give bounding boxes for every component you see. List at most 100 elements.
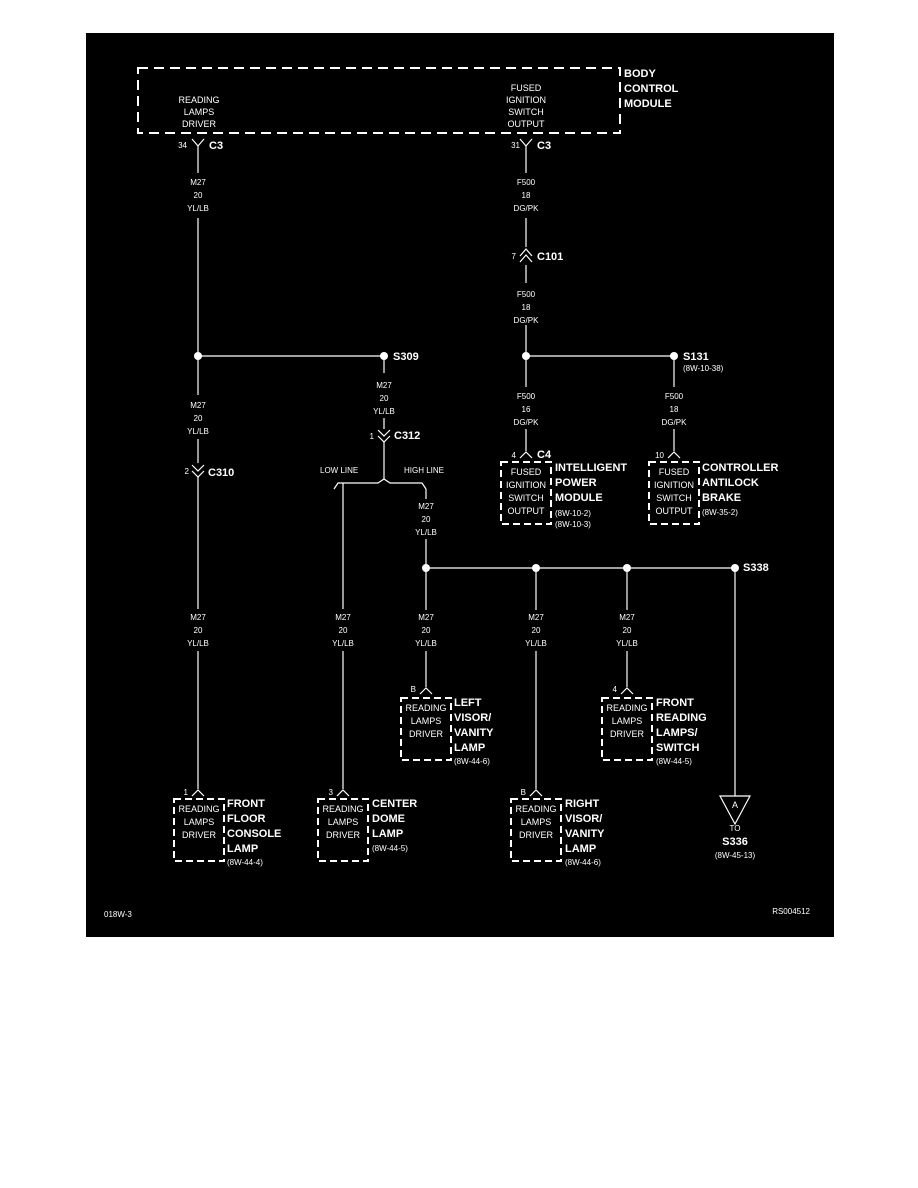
offpage-name: S336 [722, 836, 748, 848]
front-reading-name-4: SWITCH [656, 742, 699, 754]
wire-gauge: 16 [522, 405, 531, 414]
right-visor-vanity-lamp: B READING LAMPS DRIVER RIGHT VISOR/ VANI… [510, 788, 605, 867]
front-floor-pin: 1 [184, 788, 189, 797]
front-floor-box-3: DRIVER [182, 830, 217, 840]
offpage-letter: A [732, 800, 738, 810]
ipm-ref-1: (8W-10-2) [555, 509, 591, 518]
abs-box-3: SWITCH [656, 493, 692, 503]
front-reading-name-2: READING [656, 712, 707, 724]
right-visor-name-3: VANITY [565, 828, 605, 840]
right-visor-pin: B [521, 788, 526, 797]
center-dome-name-3: LAMP [372, 828, 403, 840]
left-visor-vanity-lamp: B READING LAMPS DRIVER LEFT VISOR/ VANIT… [400, 685, 494, 766]
wire-color: YL/LB [373, 407, 395, 416]
right-visor-name-1: RIGHT [565, 798, 600, 810]
ipm-name-2: POWER [555, 477, 597, 489]
wire-color: DG/PK [514, 316, 540, 325]
splice-s309-label: S309 [393, 351, 419, 363]
c3-left-pin: 34 [178, 141, 187, 150]
abs-name-3: BRAKE [702, 492, 741, 504]
wire-gauge: 18 [670, 405, 679, 414]
wiring-diagram: READING LAMPS DRIVER FUSED IGNITION SWIT… [86, 33, 834, 937]
wire-gauge: 20 [380, 394, 389, 403]
diagram-background [86, 33, 834, 937]
wire-code: M27 [619, 613, 635, 622]
bcm-name-1: BODY [624, 68, 656, 80]
right-visor-name-2: VISOR/ [565, 813, 602, 825]
wire-code: F500 [517, 392, 536, 401]
front-reading-ref: (8W-44-5) [656, 757, 692, 766]
abs-name-1: CONTROLLER [702, 462, 778, 474]
c310-pin: 2 [185, 467, 190, 476]
left-visor-box-3: DRIVER [409, 729, 444, 739]
splice-s131-label: S131 [683, 351, 709, 363]
wire-label-m27-s309-left: M27 20 YL/LB [187, 401, 209, 436]
abs-name-2: ANTILOCK [702, 477, 759, 489]
wire-label-m27-right-visor: M27 20 YL/LB [525, 613, 547, 648]
wire-label-m27-left-visor: M27 20 YL/LB [415, 613, 437, 648]
wire-code: M27 [335, 613, 351, 622]
wire-code: M27 [190, 401, 206, 410]
right-visor-name-4: LAMP [565, 843, 596, 855]
body-control-module: READING LAMPS DRIVER FUSED IGNITION SWIT… [137, 67, 679, 134]
wire-gauge: 20 [422, 626, 431, 635]
wire-color: YL/LB [525, 639, 547, 648]
c3-left-name: C3 [209, 140, 223, 152]
ipm-box-2: IGNITION [506, 480, 546, 490]
low-high-line-bracket [333, 478, 427, 490]
front-reading-name-1: FRONT [656, 697, 694, 709]
wire-code: M27 [376, 381, 392, 390]
ipm-name-1: INTELLIGENT [555, 462, 627, 474]
wire-code: M27 [528, 613, 544, 622]
offpage-to: TO [730, 824, 741, 833]
center-dome-name-2: DOME [372, 813, 405, 825]
wire-gauge: 20 [339, 626, 348, 635]
bcm-name-3: MODULE [624, 98, 672, 110]
front-reading-pin: 4 [613, 685, 618, 694]
bcm-left-label-2: LAMPS [184, 107, 215, 117]
right-visor-box-1: READING [515, 804, 556, 814]
abs-pin: 10 [655, 451, 664, 460]
controller-antilock-brake: FUSED IGNITION SWITCH OUTPUT CONTROLLER … [648, 461, 778, 525]
c3-right-name: C3 [537, 140, 551, 152]
center-dome-lamp: 3 READING LAMPS DRIVER CENTER DOME LAMP … [317, 788, 417, 862]
connector-c310: 2 C310 [185, 464, 234, 479]
bcm-left-label-3: DRIVER [182, 119, 217, 129]
wire-code: M27 [190, 178, 206, 187]
center-dome-box-2: LAMPS [328, 817, 359, 827]
wire-label-m27-c310: M27 20 YL/LB [187, 613, 209, 648]
front-reading-name-3: LAMPS/ [656, 727, 698, 739]
left-visor-box-1: READING [405, 703, 446, 713]
wire-label-m27-high-line: M27 20 YL/LB [415, 502, 437, 537]
footer-left-code: 018W-3 [104, 910, 132, 919]
bcm-right-label-1: FUSED [511, 83, 542, 93]
front-floor-console-lamp: 1 READING LAMPS DRIVER FRONT FLOOR CONSO… [173, 788, 281, 867]
abs-box-4: OUTPUT [656, 506, 694, 516]
front-floor-box-2: LAMPS [184, 817, 215, 827]
wire-color: YL/LB [332, 639, 354, 648]
wire-color: YL/LB [616, 639, 638, 648]
left-visor-box-2: LAMPS [411, 716, 442, 726]
intelligent-power-module: FUSED IGNITION SWITCH OUTPUT INTELLIGENT… [500, 461, 627, 529]
splice-s131-ref: (8W-10-38) [683, 364, 724, 373]
left-visor-name-2: VISOR/ [454, 712, 491, 724]
c3-right-pin: 31 [511, 141, 520, 150]
wire-color: DG/PK [514, 204, 540, 213]
ipm-box-1: FUSED [511, 467, 542, 477]
front-reading-lamps-switch: 4 READING LAMPS DRIVER FRONT READING LAM… [601, 685, 707, 766]
wire-color: DG/PK [662, 418, 688, 427]
ipm-box-4: OUTPUT [508, 506, 546, 516]
connector-c101: 7 C101 [512, 248, 563, 263]
left-visor-pin: B [411, 685, 416, 694]
front-floor-name-1: FRONT [227, 798, 265, 810]
wire-gauge: 20 [194, 626, 203, 635]
front-floor-ref: (8W-44-4) [227, 858, 263, 867]
ipm-name-3: MODULE [555, 492, 603, 504]
wire-code: M27 [418, 502, 434, 511]
wire-label-f500-abs: F500 18 DG/PK [662, 392, 688, 427]
wire-gauge: 20 [194, 191, 203, 200]
c312-name: C312 [394, 430, 420, 442]
center-dome-box-3: DRIVER [326, 830, 361, 840]
left-visor-name-3: VANITY [454, 727, 494, 739]
wire-color: YL/LB [187, 204, 209, 213]
